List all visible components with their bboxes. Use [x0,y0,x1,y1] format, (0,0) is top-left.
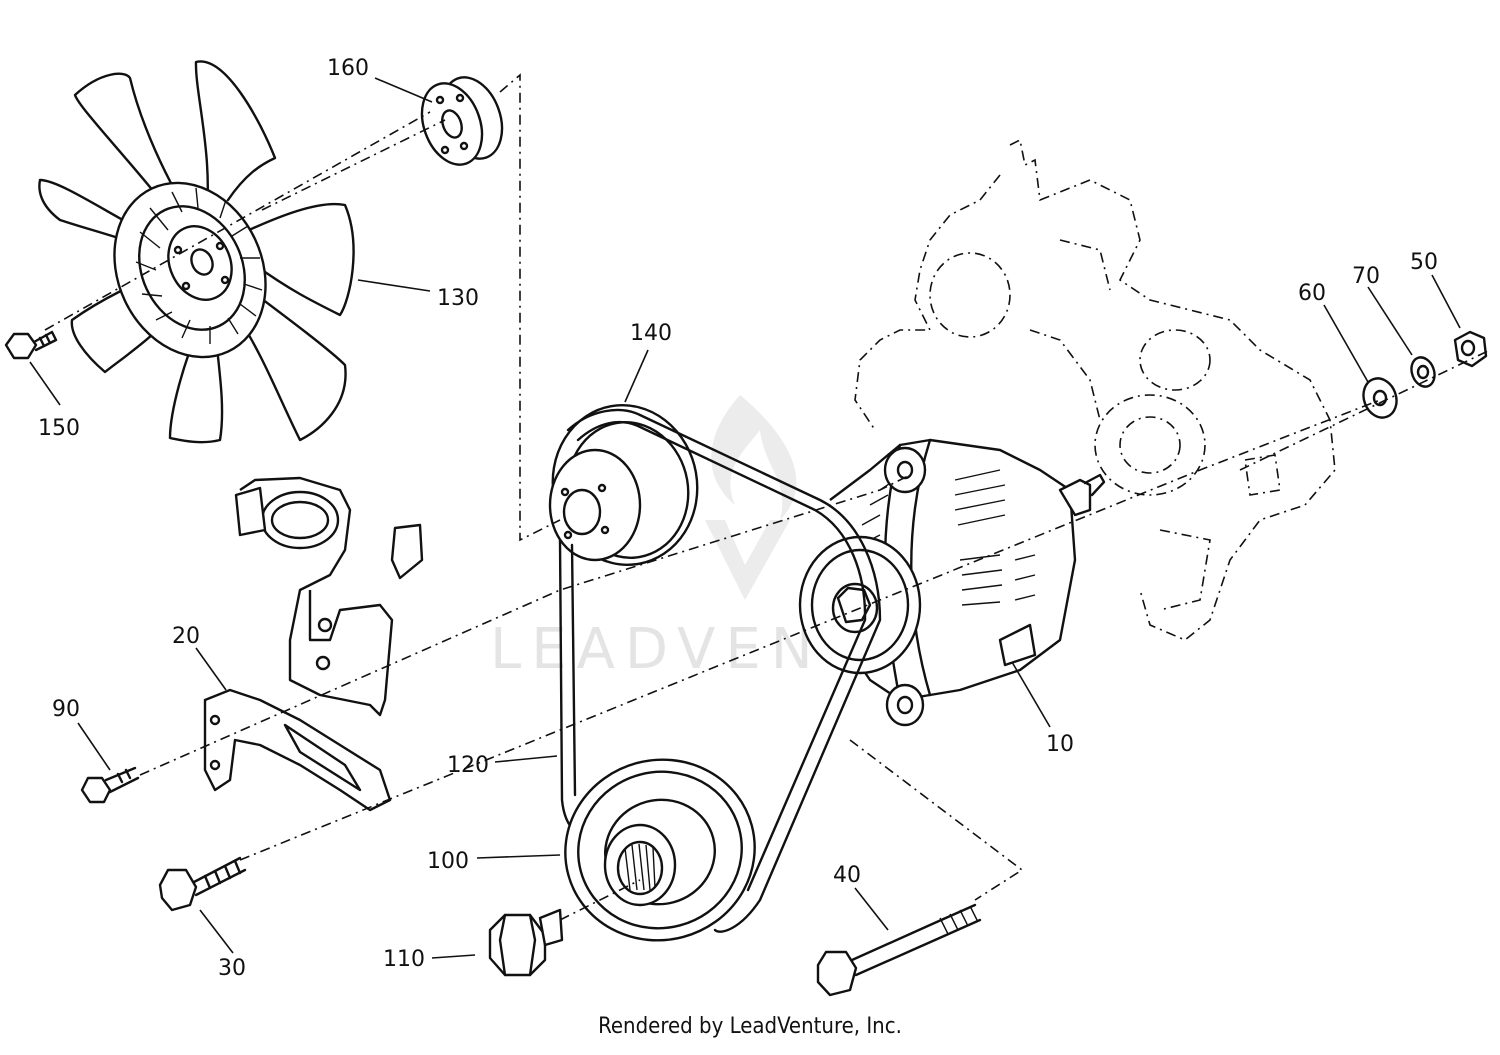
callout-40: 40 [833,863,861,888]
adjusting-bracket [203,688,392,812]
callout-10: 10 [1046,732,1074,757]
callout-50: 50 [1410,250,1438,275]
thermostat-housing [234,476,424,717]
alternator-pulley [798,535,922,675]
callout-90: 90 [52,697,80,722]
pulley-bolt [488,908,564,977]
callout-20: 20 [172,624,200,649]
assembly-centerlines [44,73,1491,921]
callout-110: 110 [383,947,425,972]
fan-spacer [420,76,504,166]
alternator-bolt [816,903,982,997]
callout-60: 60 [1298,281,1326,306]
callout-70: 70 [1352,264,1380,289]
callout-100: 100 [427,849,469,874]
callout-140: 140 [630,321,672,346]
callout-labels: 160 130 150 140 20 90 120 100 30 110 40 … [38,56,1438,981]
lock-washer [1410,356,1436,388]
callout-160: 160 [327,56,369,81]
adjusting-bolt [158,856,247,912]
callout-130: 130 [437,286,479,311]
watermark-flame-icon [705,395,797,600]
crankshaft-pulley [564,758,756,942]
callout-150: 150 [38,416,80,441]
callout-120: 120 [447,753,489,778]
hex-nut [1453,330,1488,368]
cooling-fan [38,60,355,444]
fan-bolt [4,330,58,360]
fan-drive-pulley [548,404,699,566]
engine-block-outline [854,138,1336,641]
callout-30: 30 [218,956,246,981]
bracket-bolt [80,766,140,804]
flat-washer [1362,377,1398,419]
render-credit: Rendered by LeadVenture, Inc. [598,1014,902,1039]
leader-lines [29,77,1461,959]
